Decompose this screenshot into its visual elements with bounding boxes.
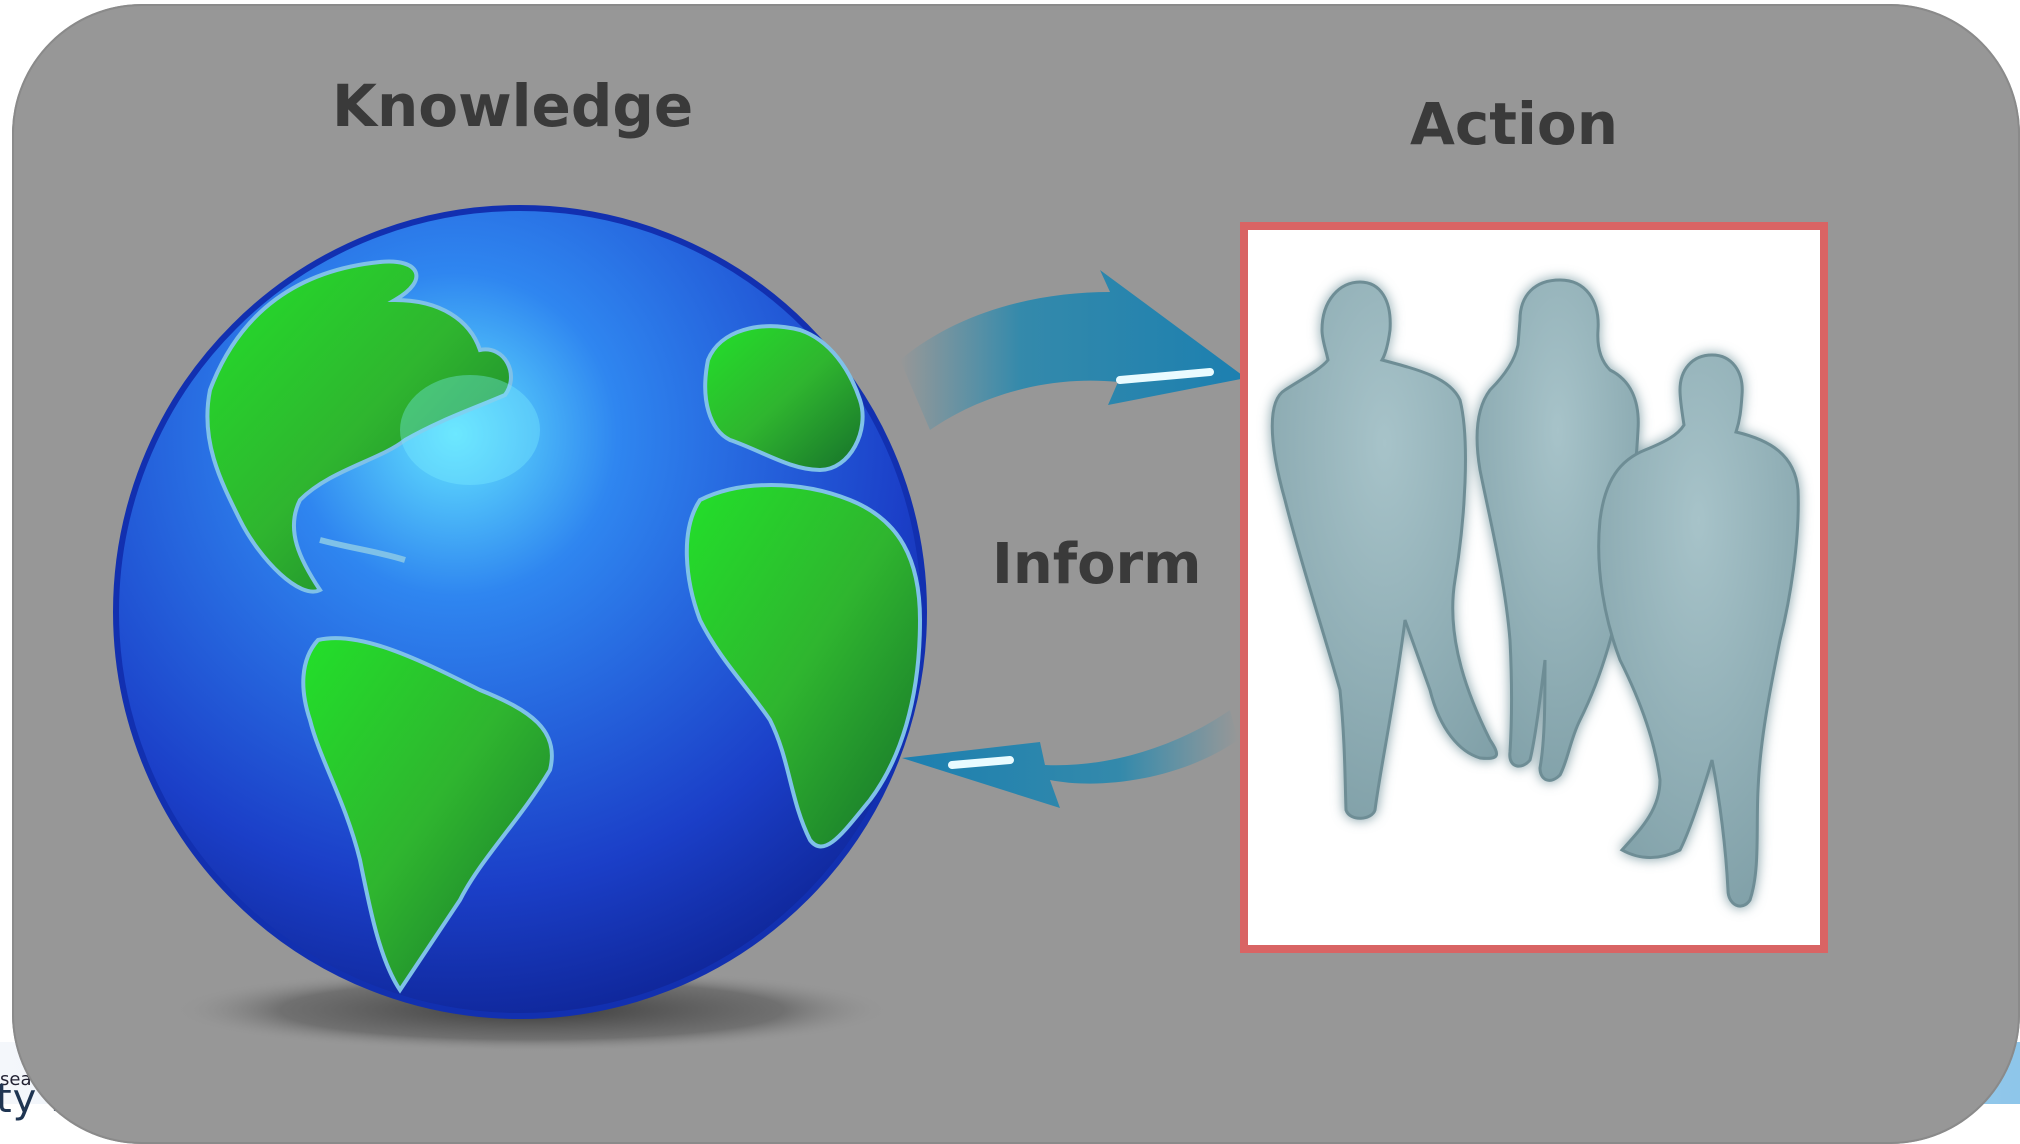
- diagram-graphics: [113, 205, 1828, 1052]
- knowledge-label: Knowledge: [332, 72, 694, 140]
- curved-arrow-right-icon: [900, 270, 1246, 430]
- curved-arrow-left-icon: [902, 710, 1238, 808]
- inform-label: Inform: [992, 532, 1202, 597]
- people-silhouette-icon: [1270, 278, 1800, 908]
- globe-icon: [113, 205, 927, 1019]
- action-label: Action: [1410, 90, 1619, 158]
